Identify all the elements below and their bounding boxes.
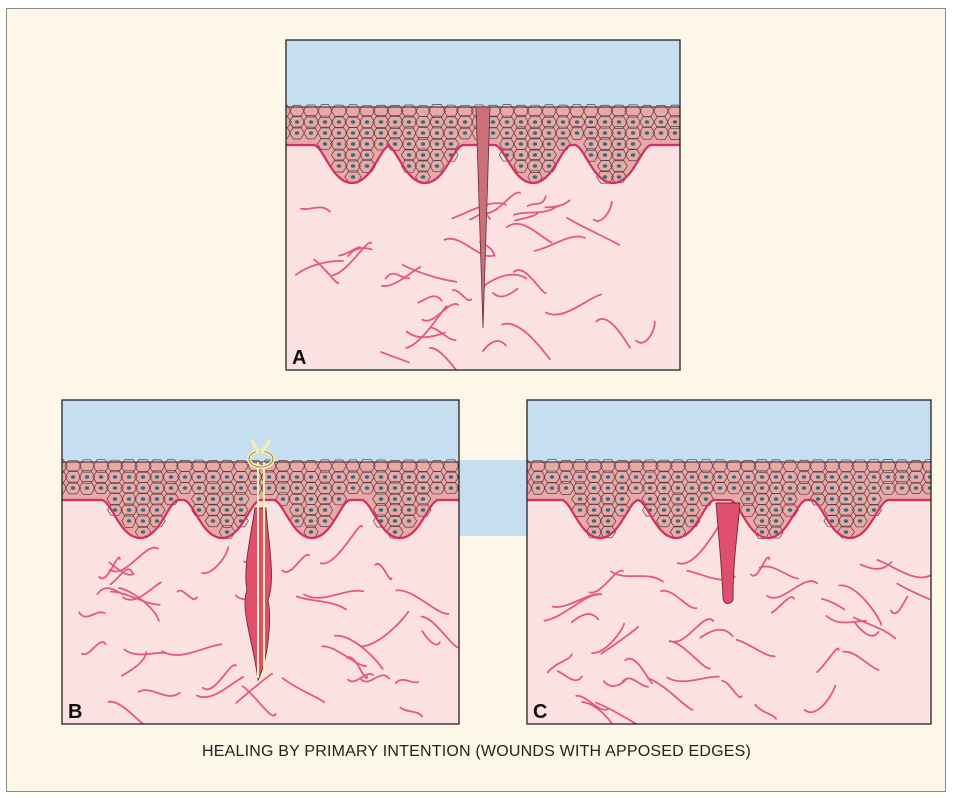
figure-caption: HEALING BY PRIMARY INTENTION (WOUNDS WIT…: [0, 743, 953, 761]
panel-c-label: C: [533, 701, 547, 724]
panel-b: [51, 400, 474, 730]
panel-b-label: B: [68, 701, 82, 724]
connector-band: [459, 460, 527, 536]
panel-a: [275, 40, 698, 381]
panel-c: [516, 400, 941, 736]
panel-a-label: A: [292, 347, 306, 370]
